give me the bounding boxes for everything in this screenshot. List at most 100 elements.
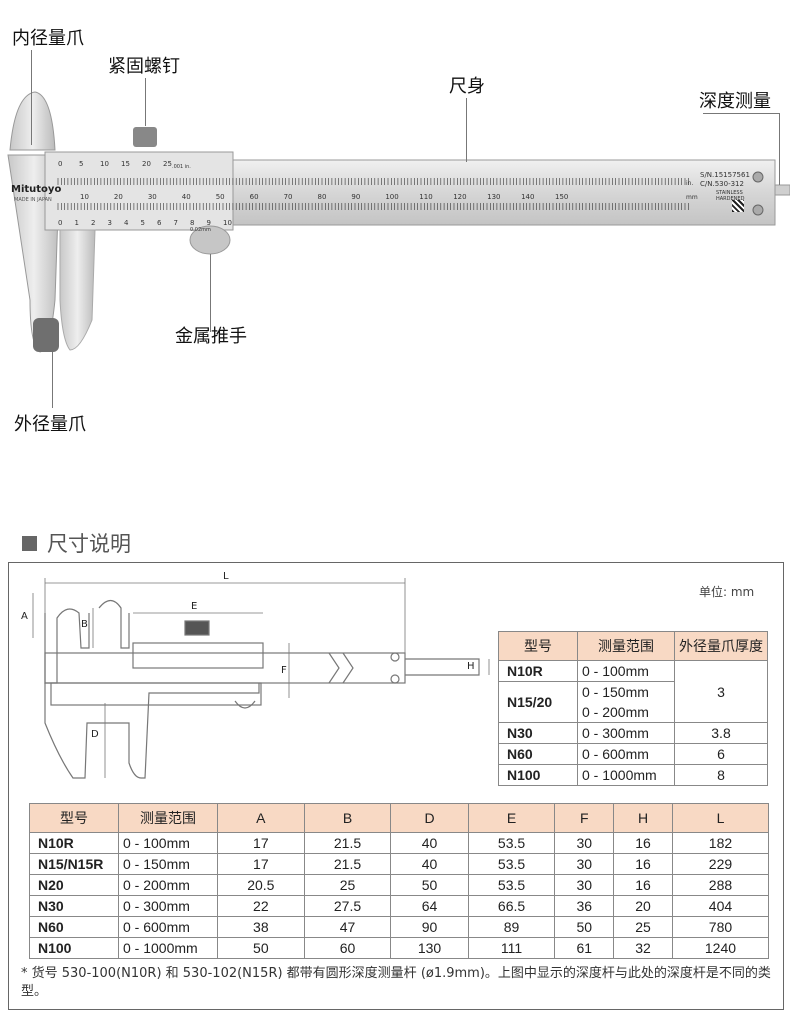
- scale-number: 10: [100, 160, 109, 168]
- value-cell: 16: [613, 832, 673, 854]
- unit-label: 单位: mm: [699, 585, 755, 599]
- value-cell: 66.5: [467, 895, 556, 917]
- value-cell: 780: [671, 916, 770, 938]
- caliper-photo: Mitutoyo MADE IN JAPAN S/N.15157561 C/N.…: [0, 0, 790, 470]
- range-cell: 0 - 200mm: [577, 702, 675, 723]
- table-row: N100 0 - 1000mm 8: [498, 764, 768, 786]
- value-cell: 22: [217, 895, 305, 917]
- range-cell: 0 - 100mm: [118, 832, 218, 854]
- scale-number: 140: [521, 193, 535, 201]
- leader-outer-jaw: [52, 352, 53, 408]
- brand-logo: Mitutoyo: [11, 184, 62, 195]
- thickness-cell: 3.8: [674, 722, 768, 744]
- slider: [44, 151, 234, 231]
- model-cell: N100: [498, 764, 578, 786]
- callout-main-scale: 尺身: [449, 76, 485, 97]
- value-cell: 288: [671, 874, 770, 896]
- header-D: D: [390, 803, 469, 833]
- scale-number: 90: [351, 193, 361, 201]
- header-F: F: [554, 803, 615, 833]
- value-cell: 16: [613, 853, 673, 875]
- header-model: 型号: [498, 631, 578, 661]
- value-cell: 16: [613, 874, 673, 896]
- scale-number: 0: [58, 160, 63, 168]
- callout-thumb: 金属推手: [175, 326, 247, 347]
- range-cell: 0 - 300mm: [118, 895, 218, 917]
- value-cell: 130: [390, 937, 469, 959]
- table-header-row: 型号 测量范围 A B D E F H L: [29, 803, 770, 833]
- dim-label-A: A: [21, 611, 28, 622]
- scale-number: 2: [91, 219, 96, 227]
- value-cell: 60: [303, 937, 392, 959]
- header-model: 型号: [29, 803, 119, 833]
- range-cell: 0 - 150mm: [577, 681, 675, 702]
- value-cell: 36: [554, 895, 615, 917]
- callout-depth: 深度测量: [699, 91, 771, 112]
- dim-label-H: H: [467, 661, 475, 672]
- value-cell: 89: [467, 916, 556, 938]
- value-cell: 32: [613, 937, 673, 959]
- range-cell: 0 - 600mm: [118, 916, 218, 938]
- scale-number: 70: [283, 193, 293, 201]
- header-range: 测量范围: [577, 631, 675, 661]
- header-E: E: [467, 803, 556, 833]
- scale-number: 4: [124, 219, 129, 227]
- header-H: H: [613, 803, 673, 833]
- section-bullet-icon: [22, 535, 37, 551]
- dimension-diagram: [32, 578, 490, 779]
- value-cell: 229: [671, 853, 770, 875]
- thickness-cell: 8: [674, 764, 768, 786]
- value-cell: 182: [671, 832, 770, 854]
- value-cell: 50: [217, 937, 305, 959]
- value-cell: 404: [671, 895, 770, 917]
- caliper-illustration: [7, 91, 790, 353]
- scale-number: 5: [79, 160, 84, 168]
- code-number: C/N.530-312: [700, 180, 744, 188]
- value-cell: 20: [613, 895, 673, 917]
- dim-label-B: B: [81, 619, 88, 630]
- dim-label-L: L: [223, 571, 229, 582]
- table-row: N10R 0 - 100mm 3: [498, 660, 768, 723]
- section-title: 尺寸说明: [22, 528, 131, 558]
- callout-inner-jaw: 内径量爪: [12, 28, 84, 49]
- scale-number: 6: [157, 219, 162, 227]
- scale-number: 1: [74, 219, 79, 227]
- scale-number: 30: [147, 193, 157, 201]
- value-cell: 61: [554, 937, 615, 959]
- scale-number: 7: [173, 219, 178, 227]
- value-cell: 38: [217, 916, 305, 938]
- vernier-mm-note: 0.02mm: [190, 227, 211, 233]
- scale-number: 10: [80, 193, 89, 201]
- made-in-text: MADE IN JAPAN: [14, 197, 52, 203]
- value-cell: 25: [613, 916, 673, 938]
- value-cell: 30: [554, 853, 615, 875]
- scale-number: 120: [453, 193, 467, 201]
- value-cell: 21.5: [303, 832, 392, 854]
- model-cell: N60: [498, 743, 578, 765]
- value-cell: 47: [303, 916, 392, 938]
- leader-depth-v: [779, 113, 780, 185]
- spec-panel: L E A B D F H 单位: mm 型号 测量范围 外径量爪厚度 N10R…: [8, 562, 784, 1010]
- range-cell: 0 - 150mm: [118, 853, 218, 875]
- range-cell: 0 - 100mm: [577, 660, 675, 682]
- header-L: L: [671, 803, 770, 833]
- table-row: 0 - 200mm: [499, 702, 768, 723]
- dim-label-D: D: [91, 729, 99, 740]
- header-A: A: [217, 803, 305, 833]
- value-cell: 40: [390, 832, 469, 854]
- value-cell: 27.5: [303, 895, 392, 917]
- scale-number: 0: [58, 219, 63, 227]
- value-cell: 30: [554, 874, 615, 896]
- depth-rod: [774, 184, 790, 196]
- value-cell: 40: [390, 853, 469, 875]
- table-row: N30 0 - 300mm 3.8: [498, 722, 768, 744]
- stainless-label: STAINLESS: [716, 190, 743, 196]
- inner-jaw-shape: [9, 91, 56, 151]
- value-cell: 30: [554, 832, 615, 854]
